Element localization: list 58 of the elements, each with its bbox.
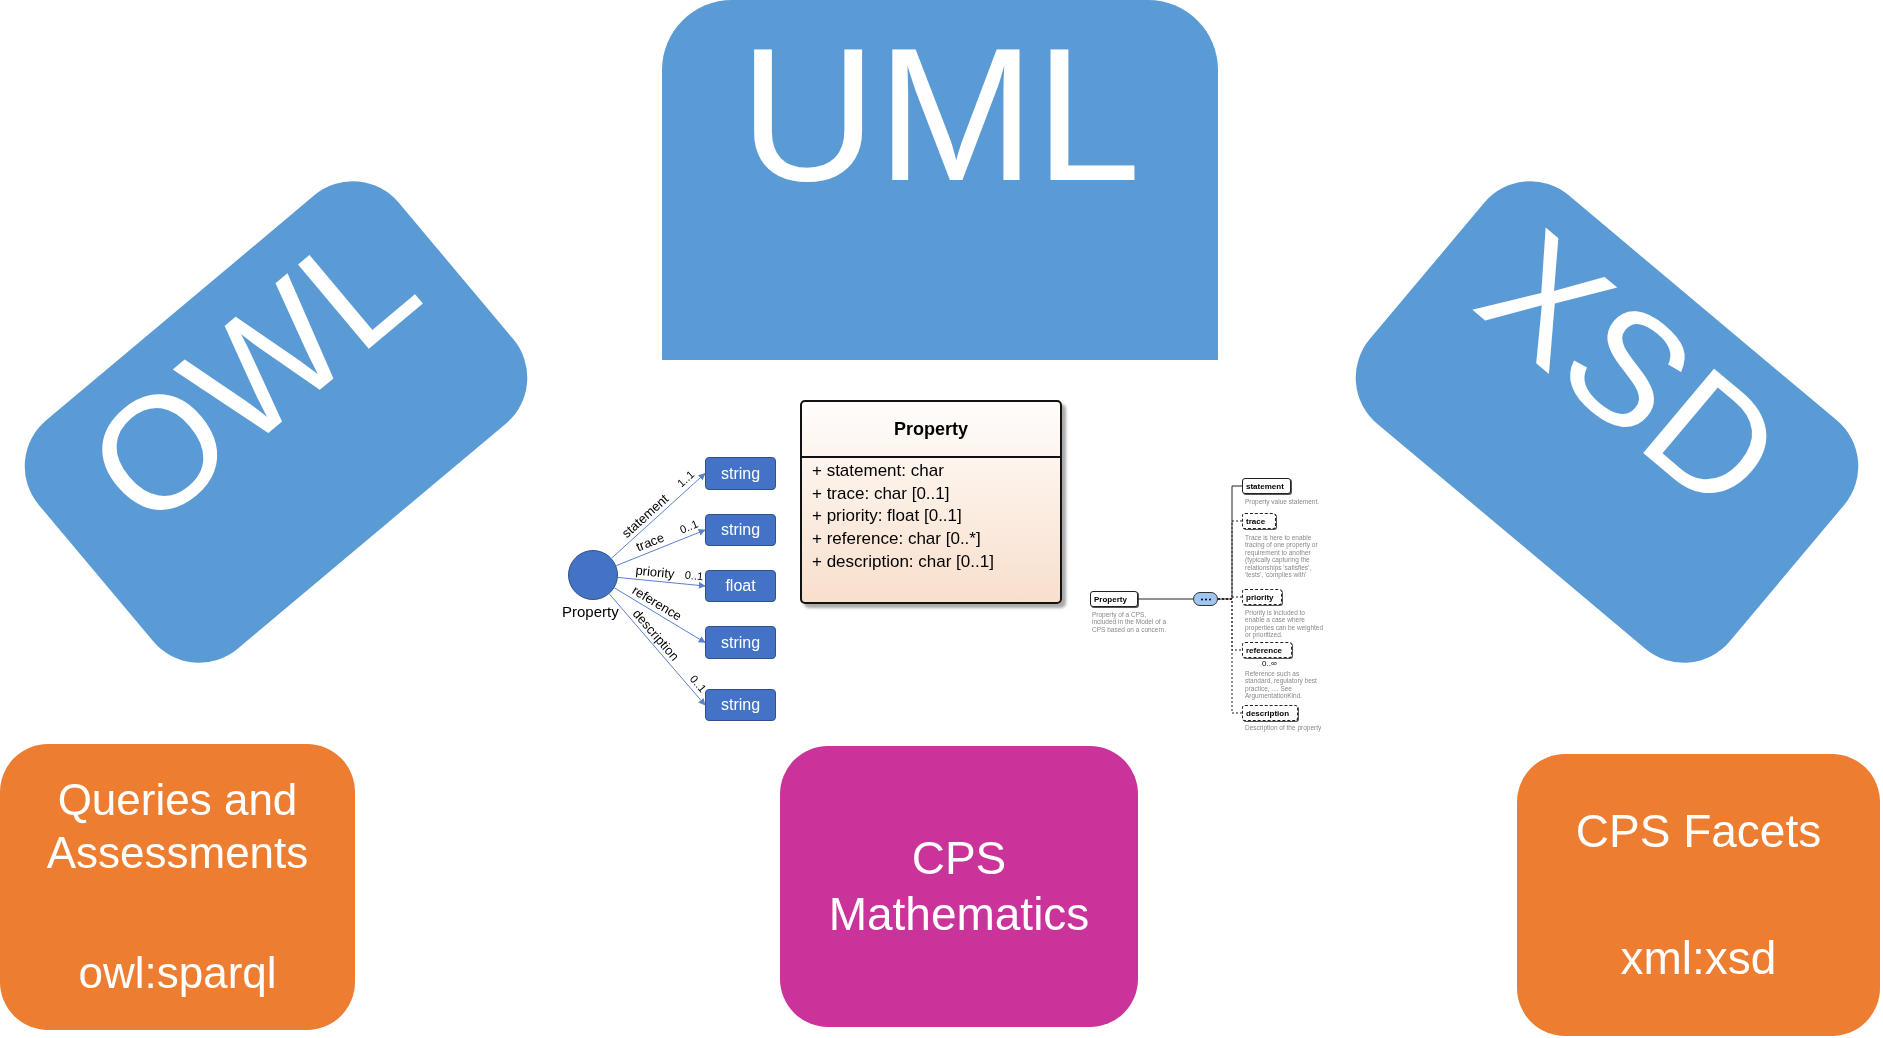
class-attribute: + priority: float [0..1] [812,507,963,527]
panel-title: XSD [1453,204,1809,538]
datatype-box [705,689,776,721]
connector [608,593,706,706]
schema-element-box [1242,478,1291,494]
panel-title: xml:xsd [1620,930,1777,986]
connector [611,473,706,559]
element-name: statement [1246,481,1284,491]
rounded-panel [1517,754,1880,1036]
rounded-panel [0,744,355,1030]
datatype-box [705,570,776,602]
panel-title: owl:sparql [78,947,277,1000]
datatype-label: string [720,521,761,539]
panel-title: OWL [61,196,443,554]
edge-label: priority [635,563,676,581]
class-circle [568,550,618,600]
node-caption: Property [562,603,619,620]
element-name: description [1246,708,1290,718]
uml-class-box [800,400,1062,604]
element-name: trace [1246,516,1266,526]
datatype-label: float [725,577,756,595]
schema-element-box [1242,705,1298,721]
panel-title: UML [739,7,1141,222]
sequence-compositor [1193,592,1218,606]
connector [1217,485,1243,600]
multiplicity: 0..1 [678,518,700,536]
datatype-box [705,626,776,659]
connector [615,529,706,567]
datatype-label: string [720,696,761,714]
datatype-label: string [720,464,761,483]
rounded-panel [780,746,1138,1027]
multiplicity: 0..∞ [1262,659,1277,668]
panel-title: CPS Facets [1575,804,1822,859]
class-attribute: + description: char [0..1] [812,552,995,572]
element-name: Property [1094,594,1127,604]
class-attribute: + statement: char [812,462,945,481]
element-name: priority [1246,592,1274,602]
multiplicity: 0..1 [684,569,704,583]
element-name: reference [1246,645,1283,655]
class-name: Property [894,418,968,440]
connector [613,587,706,643]
connector [1137,598,1194,600]
schema-element-box [1242,589,1282,605]
schema-element-box [1242,642,1292,658]
multiplicity: 0..1 [688,673,709,695]
datatype-box [705,514,776,546]
class-attribute: + reference: char [0..*] [812,530,982,549]
connector [1217,598,1243,714]
schema-element-box [1090,591,1138,607]
class-attribute: + trace: char [0..1] [812,484,951,504]
datatype-box [705,457,776,490]
datatype-label: string [720,633,761,652]
rounded-panel [662,0,1218,360]
panel-title: Queries and Assessments [45,774,310,879]
multiplicity: 1..1 [675,468,697,489]
schema-element-box [1242,513,1276,529]
connector [617,576,706,589]
panel-title: CPS Mathematics [827,831,1091,942]
